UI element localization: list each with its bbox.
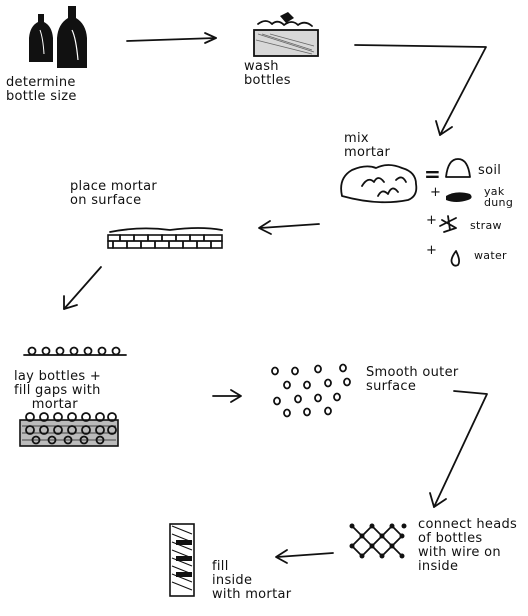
step-label-smooth-surface: Smooth outer surface <box>366 365 459 394</box>
arrow-5 <box>212 389 242 403</box>
equals-sign: = <box>424 162 442 186</box>
yak-dung-icon <box>446 192 472 202</box>
bottle-wall-illustration <box>19 412 119 447</box>
wire-mesh-illustration <box>349 523 407 559</box>
step-label-place-mortar: place mortar on surface <box>70 179 158 208</box>
mortar-lump-illustration <box>340 164 418 204</box>
plus-sign: + <box>426 243 438 258</box>
arrow-7 <box>275 549 334 564</box>
arrow-4 <box>63 266 102 310</box>
step-label-lay-bottles: lay bottles + fill gaps with mortar <box>14 369 102 412</box>
soil-icon <box>445 158 471 178</box>
arrow-2 <box>354 44 487 136</box>
dots-illustration <box>271 363 351 418</box>
water-drop-icon <box>450 250 461 267</box>
plus-sign: + <box>430 185 442 200</box>
step-label-mix-mortar: mix mortar <box>344 131 391 160</box>
brick-slab-illustration <box>107 227 223 249</box>
filled-wall-illustration <box>169 523 195 597</box>
arrow-6 <box>429 390 488 508</box>
ingredient-yak-dung: yak dung <box>484 185 514 209</box>
arrow-1 <box>126 32 217 44</box>
step-label-wash-bottles: wash bottles <box>244 59 291 88</box>
bottle-row-illustration <box>23 346 127 356</box>
step-label-fill-inside: fill inside with mortar <box>212 559 292 602</box>
plus-sign: + <box>426 213 438 228</box>
ingredient-straw: straw <box>470 219 502 232</box>
ingredient-water: water <box>474 249 507 262</box>
arrow-3 <box>258 220 320 235</box>
wash-bin-illustration <box>253 12 319 57</box>
step-label-determine-bottle-size: determine bottle size <box>6 75 77 104</box>
step-label-connect-heads: connect heads of bottles with wire on in… <box>418 517 518 574</box>
straw-icon <box>439 215 457 233</box>
ingredient-soil: soil <box>478 163 502 178</box>
bottles-illustration <box>29 6 87 68</box>
